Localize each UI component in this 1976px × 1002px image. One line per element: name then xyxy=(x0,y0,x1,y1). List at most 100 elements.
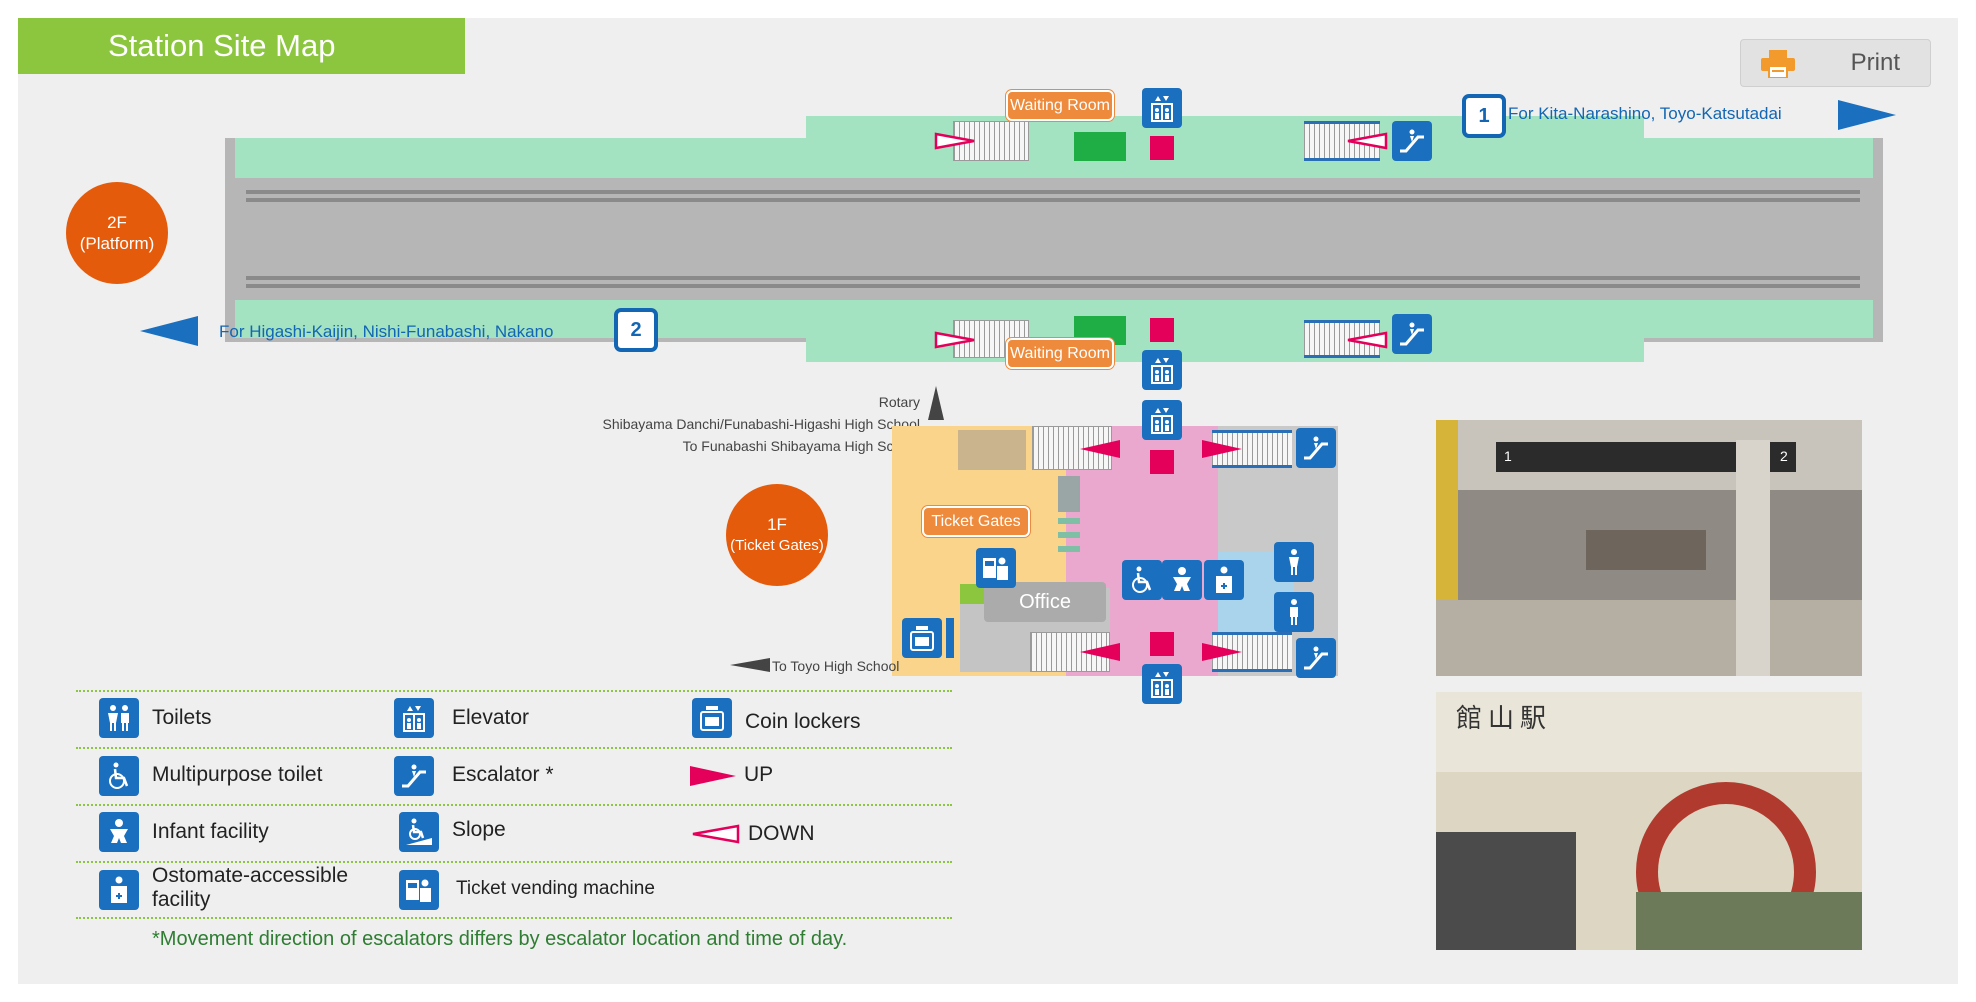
legend-divider xyxy=(76,747,952,749)
legend-divider xyxy=(76,861,952,863)
legend-infant-facility: Infant facility xyxy=(152,820,269,843)
legend-ticket-vending-machine: Ticket vending machine xyxy=(456,878,655,899)
gate-bar xyxy=(1058,546,1080,552)
up-arrow-icon xyxy=(1080,643,1120,661)
up-arrow-icon xyxy=(690,766,736,786)
rail xyxy=(246,276,1860,280)
legend-coin-lockers: Coin lockers xyxy=(745,710,861,733)
man-toilet-icon xyxy=(1274,592,1314,632)
footnote: *Movement direction of escalators differ… xyxy=(152,928,848,950)
down-arrow-icon xyxy=(934,132,975,150)
escalator xyxy=(1304,320,1380,358)
down-arrow-icon xyxy=(1347,331,1388,349)
floor-1f-number: 1F xyxy=(767,515,787,534)
photo-column xyxy=(1736,440,1770,676)
floor-2f-number: 2F xyxy=(107,213,127,232)
down-arrow-icon xyxy=(1347,132,1388,150)
waiting-room xyxy=(1074,132,1126,161)
ostomate-icon xyxy=(99,870,139,910)
printer-icon xyxy=(1761,50,1795,78)
track-1-direction: For Kita-Narashino, Toyo-Katsutadai xyxy=(1508,104,1782,123)
rail xyxy=(246,190,1860,194)
exit-north-line2: Shibayama Danchi/Funabashi-Higashi High … xyxy=(602,416,920,432)
ticket-vending-machine-icon xyxy=(399,870,439,910)
escalator-icon xyxy=(1296,638,1336,678)
photo-wall xyxy=(1436,692,1862,772)
print-label: Print xyxy=(1850,49,1900,76)
elevator-icon xyxy=(1142,664,1182,704)
escalator-icon xyxy=(1392,121,1432,161)
gate-bar xyxy=(1058,476,1080,512)
legend-up: UP xyxy=(744,763,774,786)
down-arrow-icon xyxy=(692,824,740,844)
elevator-icon xyxy=(394,698,434,738)
escalator xyxy=(1212,430,1292,468)
exit-west-note: To Toyo High School xyxy=(772,658,900,674)
toilets-icon xyxy=(99,698,139,738)
floor-1f-label: (Ticket Gates) xyxy=(730,537,824,554)
gate-bar xyxy=(1058,532,1080,538)
legend-ostomate-line1: Ostomate-accessible xyxy=(152,864,349,887)
exit-north-line3: To Funabashi Shibayama High School xyxy=(682,438,920,454)
legend-ostomate: Ostomate-accessible facility xyxy=(152,864,348,912)
waiting-room-label: Waiting Room xyxy=(1006,338,1114,369)
escalator-icon xyxy=(394,756,434,796)
coin-locker-icon xyxy=(692,698,732,738)
escalator-icon xyxy=(1296,428,1336,468)
slope-icon xyxy=(399,812,439,852)
up-arrow-icon xyxy=(1202,440,1242,458)
legend-divider xyxy=(76,917,952,919)
station-sign: 館山駅 xyxy=(1456,703,1553,733)
floor-2f-label: (Platform) xyxy=(79,234,155,253)
right-arrow-icon xyxy=(1838,100,1896,130)
west-exit-arrow-icon xyxy=(730,658,770,672)
legend-multipurpose-toilet: Multipurpose toilet xyxy=(152,763,323,786)
floor-badge-2f: 2F (Platform) xyxy=(66,182,168,284)
photo-sign-right: 2 xyxy=(1780,448,1788,464)
up-arrow-icon xyxy=(1080,440,1120,458)
photo-sign-left: 1 xyxy=(1504,448,1512,464)
exit-north-note: Rotary Shibayama Danchi/Funabashi-Higash… xyxy=(520,391,920,457)
legend-divider xyxy=(76,690,952,692)
ticket-vending-machine-icon xyxy=(976,548,1016,588)
concourse-photo: 1 2 xyxy=(1436,420,1862,676)
floor-badge-1f: 1F (Ticket Gates) xyxy=(726,484,828,586)
elevator-shaft xyxy=(1150,318,1174,342)
track-2-number: 2 xyxy=(614,308,658,352)
shop xyxy=(958,430,1026,470)
rail xyxy=(246,284,1860,288)
infant-facility-icon xyxy=(1162,560,1202,600)
ticket-gates-label: Ticket Gates xyxy=(922,506,1030,537)
multipurpose-toilet-icon xyxy=(99,756,139,796)
print-button[interactable]: Print xyxy=(1740,39,1931,87)
woman-toilet-icon xyxy=(1274,542,1314,582)
legend-ostomate-line2: facility xyxy=(152,888,211,911)
exterior-photo: 館山駅 xyxy=(1436,692,1862,950)
legend-slope: Slope xyxy=(452,818,506,841)
photo-trees xyxy=(1636,892,1862,950)
photo-entrance xyxy=(1436,832,1576,950)
escalator-icon xyxy=(1392,314,1432,354)
rail xyxy=(246,198,1860,202)
track-1-number: 1 xyxy=(1462,94,1506,138)
track-2-direction: For Higashi-Kaijin, Nishi-Funabashi, Nak… xyxy=(219,322,554,341)
gate-bar xyxy=(1058,518,1080,524)
legend-elevator: Elevator xyxy=(452,706,530,729)
locker-bar xyxy=(946,618,954,658)
elevator-shaft xyxy=(1150,136,1174,160)
legend-divider xyxy=(76,804,952,806)
elevator-shaft xyxy=(1150,632,1174,656)
escalator xyxy=(1212,632,1292,672)
ostomate-icon xyxy=(1204,560,1244,600)
platform-2-lower xyxy=(806,336,1644,362)
office: Office xyxy=(984,582,1106,622)
photo-floor xyxy=(1436,600,1862,676)
elevator-icon xyxy=(1142,400,1182,440)
north-exit-arrow-icon xyxy=(928,386,944,420)
elevator-icon xyxy=(1142,88,1182,128)
elevator-icon xyxy=(1142,350,1182,390)
legend-toilets: Toilets xyxy=(152,706,212,729)
platform-2 xyxy=(235,300,1873,338)
left-arrow-icon xyxy=(140,316,198,346)
page-title: Station Site Map xyxy=(18,18,465,74)
